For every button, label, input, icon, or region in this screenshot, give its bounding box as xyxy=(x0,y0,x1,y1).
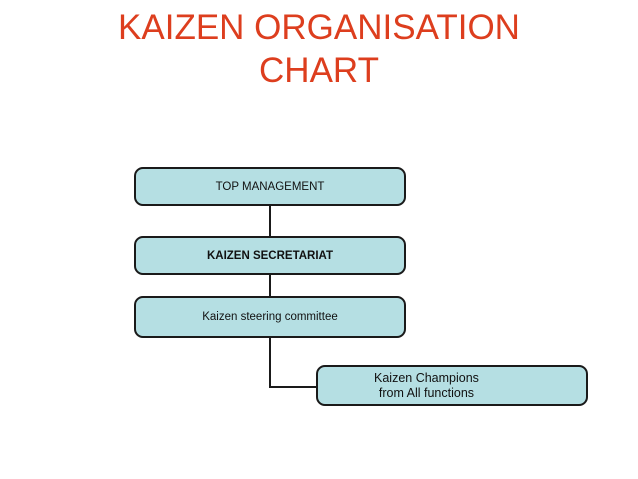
page-title: KAIZEN ORGANISATION CHART xyxy=(118,8,520,90)
node-kaizen-champions[interactable]: Kaizen Champions from All functions xyxy=(316,365,588,406)
node-kaizen-steering-committee-label: Kaizen steering committee xyxy=(202,311,338,323)
node-top-management[interactable]: TOP MANAGEMENT xyxy=(134,167,406,206)
node-kaizen-champions-label: Kaizen Champions from All functions xyxy=(374,370,479,400)
node-kaizen-steering-committee[interactable]: Kaizen steering committee xyxy=(134,296,406,338)
node-kaizen-secretariat-label: KAIZEN SECRETARIAT xyxy=(206,249,334,262)
node-top-management-label: TOP MANAGEMENT xyxy=(215,180,325,193)
connector-top-management-to-kaizen-secretariat xyxy=(269,205,271,237)
node-kaizen-secretariat[interactable]: KAIZEN SECRETARIAT xyxy=(134,236,406,275)
connector-steering-committee-to-champions-horizontal xyxy=(269,386,318,388)
connector-kaizen-secretariat-to-steering-committee xyxy=(269,274,271,297)
connector-steering-committee-to-champions-vertical xyxy=(269,337,271,388)
